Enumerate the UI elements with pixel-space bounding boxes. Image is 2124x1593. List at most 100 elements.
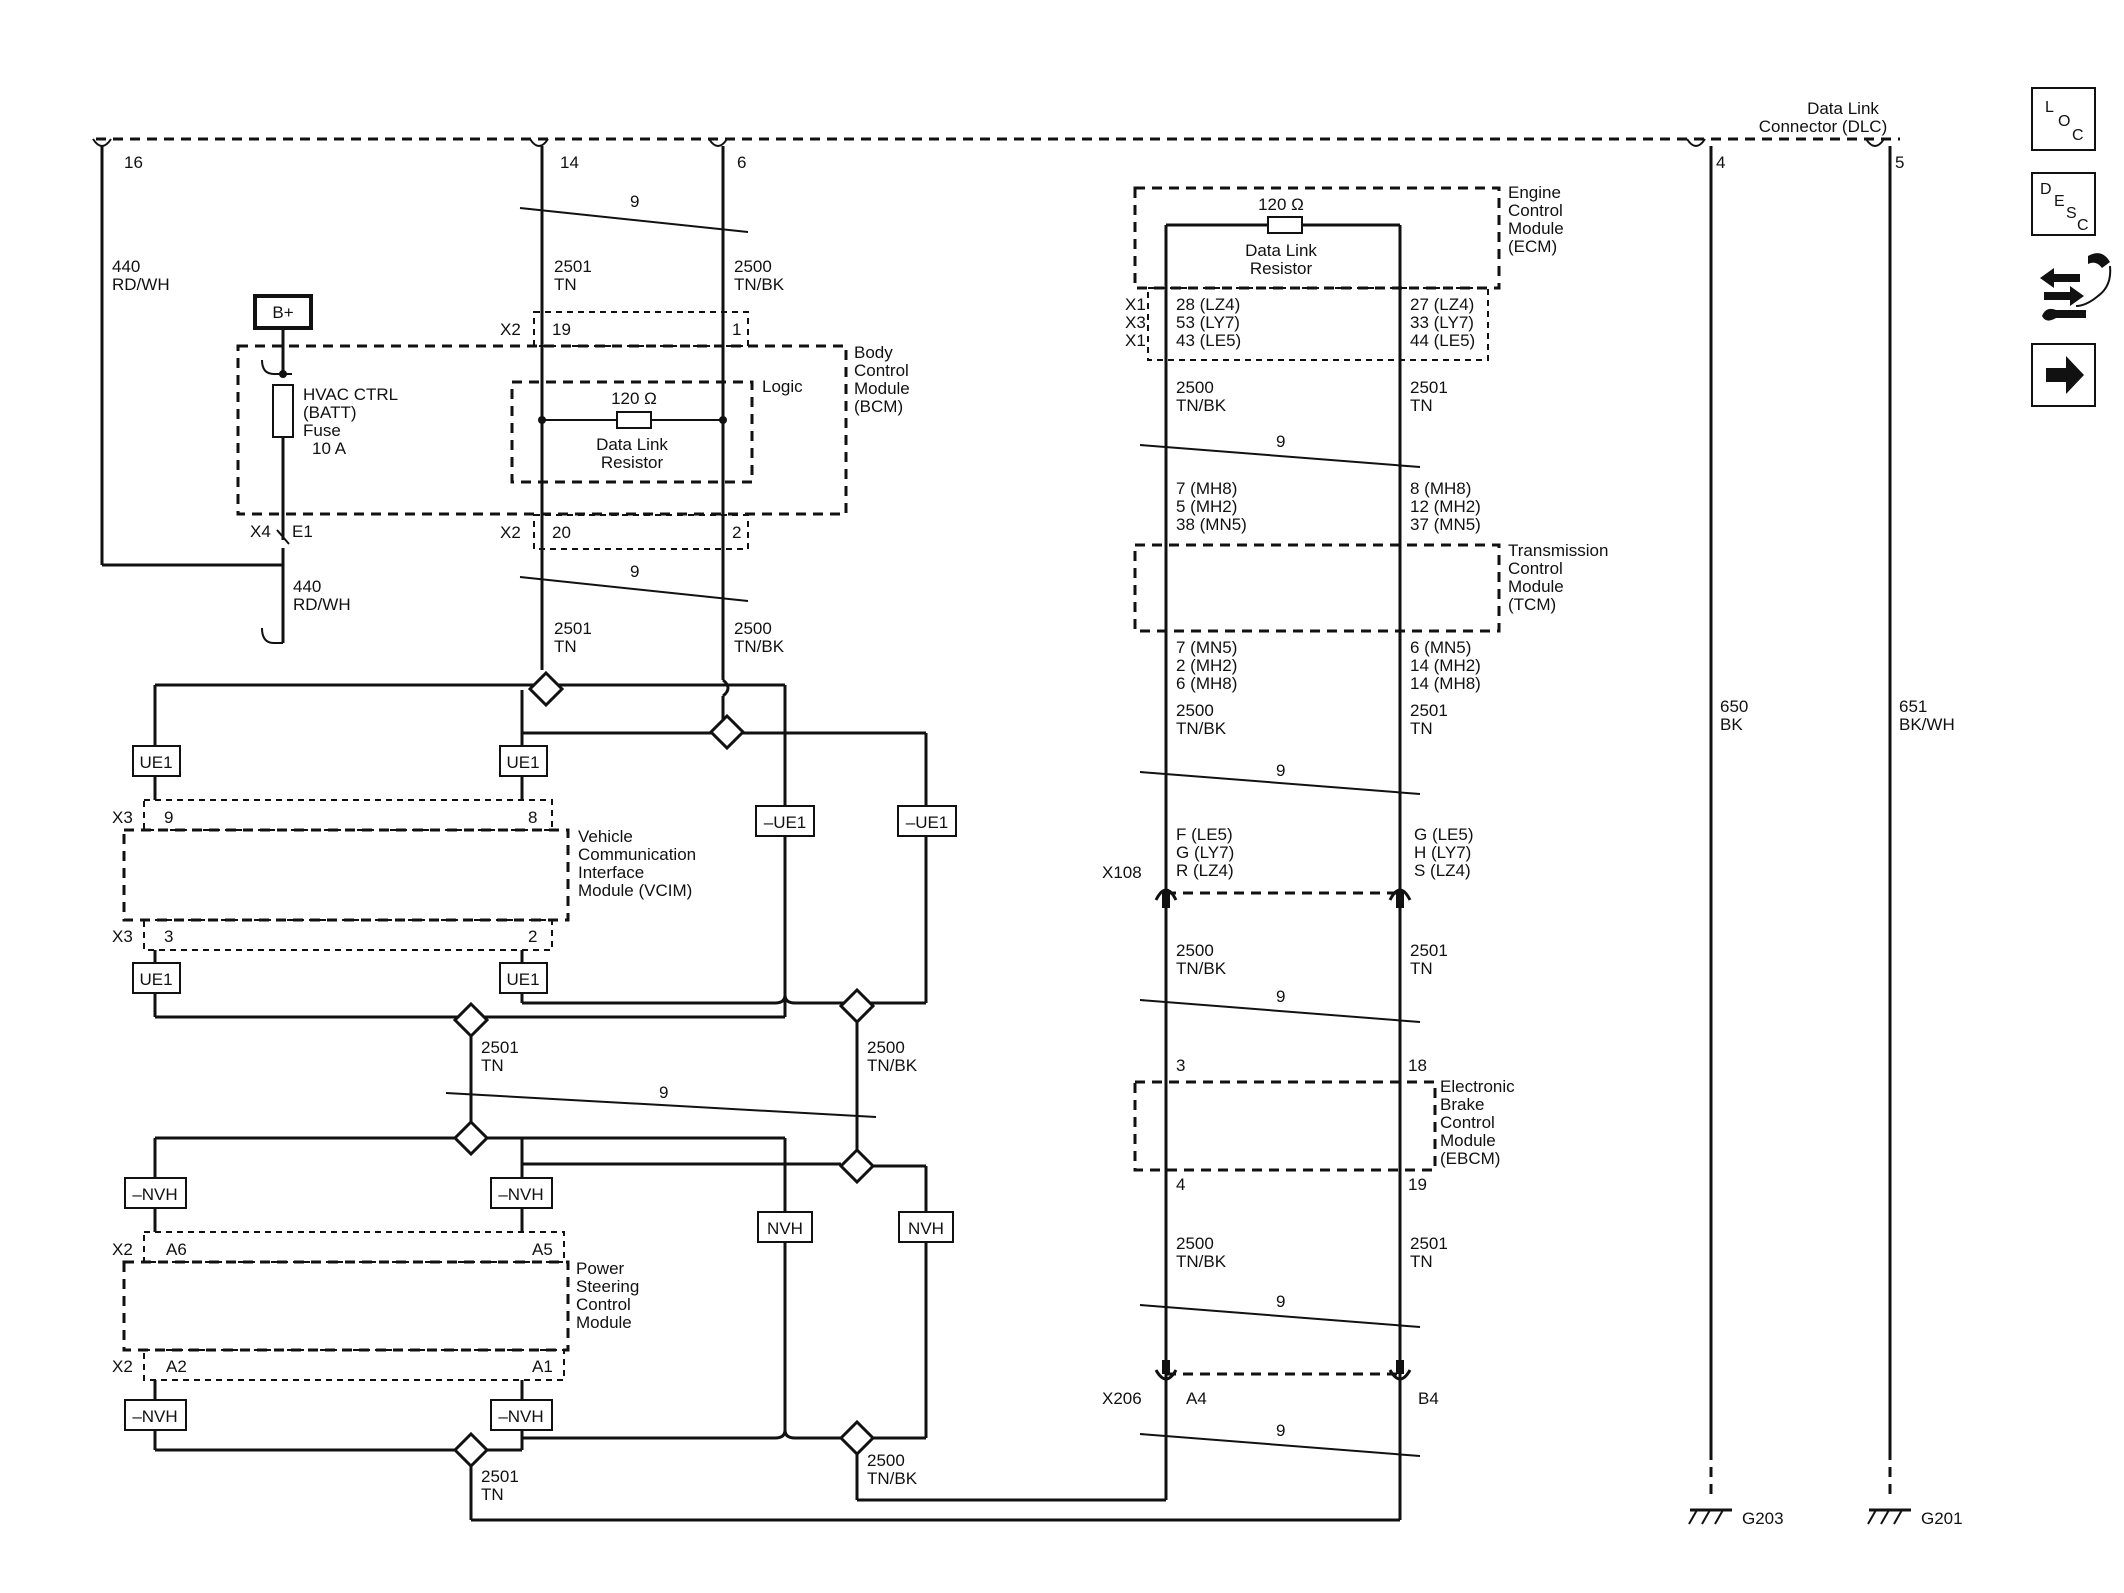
svg-text:–NVH: –NVH xyxy=(132,1185,177,1204)
fuse-label: (BATT) xyxy=(303,403,357,422)
svg-text:S: S xyxy=(2066,205,2077,222)
wire-2500-label: 2500 xyxy=(1176,1234,1214,1253)
x108-pin: G (LY7) xyxy=(1176,843,1234,862)
pscm-name: Module xyxy=(576,1313,632,1332)
bcm-pin: 1 xyxy=(732,320,741,339)
x108-pin: G (LE5) xyxy=(1414,825,1474,844)
vcim-pin: 9 xyxy=(164,808,173,827)
tcm-pin: 8 (MH8) xyxy=(1410,479,1471,498)
tcm-x108-wires: 2500 TN/BK 2501 TN 9 xyxy=(1139,701,1448,795)
svg-text:O: O xyxy=(2058,113,2070,130)
wire-651-label: 651 xyxy=(1899,697,1927,716)
ecm-pin: 43 (LE5) xyxy=(1176,331,1241,350)
ground-label: G201 xyxy=(1921,1509,1963,1528)
next-arrow-icon[interactable] xyxy=(2031,343,2096,407)
svg-text:UE1: UE1 xyxy=(139,753,172,772)
tcm-pin: 38 (MN5) xyxy=(1176,515,1247,534)
connector-x108: F (LE5) G (LY7) R (LZ4) G (LE5) H (LY7) … xyxy=(1102,825,1474,908)
splice-diamond xyxy=(838,1147,876,1185)
wire-2500-label: 2500 xyxy=(1176,941,1214,960)
bcm-name: Body xyxy=(854,343,893,362)
wire-2501-color: TN xyxy=(1410,396,1433,415)
ebcm-pin: 18 xyxy=(1408,1056,1427,1075)
ecm-resistor-label: Resistor xyxy=(1250,259,1313,278)
wire-650-color: BK xyxy=(1720,715,1743,734)
wire-2500-color: TN/BK xyxy=(1176,959,1227,978)
bcm-resistor-label: Data Link xyxy=(596,435,668,454)
option-neg-nvh xyxy=(124,1399,187,1431)
wire-2501-label: 2501 xyxy=(481,1038,519,1057)
repair-icon[interactable] xyxy=(2040,253,2112,321)
fuse-label: 10 A xyxy=(312,439,347,458)
description-icon[interactable]: D E S C xyxy=(2031,172,2096,236)
wire-440-label: 440 xyxy=(293,577,321,596)
wire-2500-label: 2500 xyxy=(1176,378,1214,397)
wire-2501-label: 2501 xyxy=(1410,378,1448,397)
wire-2501-color: TN xyxy=(554,637,577,656)
x108-pin: F (LE5) xyxy=(1176,825,1233,844)
bcm-resistor-label: Resistor xyxy=(601,453,664,472)
wire-2500-color: TN/BK xyxy=(734,275,785,294)
nav-icons[interactable]: L O C D E S C xyxy=(2031,87,2112,407)
wire-2500-color: TN/BK xyxy=(1176,396,1227,415)
dlc-connector: Data Link Connector (DLC) 16 14 6 4 5 xyxy=(92,99,1904,172)
option-neg-ue1 xyxy=(755,805,815,837)
tcm-name: Control xyxy=(1508,559,1563,578)
bcm-wires: 9 9 2501 TN 2500 TN/BK 2501 TN 2500 TN/B… xyxy=(519,146,785,680)
ecm-name: (ECM) xyxy=(1508,237,1557,256)
bcm-pin: 2 xyxy=(732,523,741,542)
tcm-pin: 12 (MH2) xyxy=(1410,497,1481,516)
pscm-network: –NVH –NVH NVH NVH –NVH –NVH X2 A6 A5 X2 … xyxy=(112,1119,1400,1522)
x108-pin: R (LZ4) xyxy=(1176,861,1234,880)
ebcm-name: Module xyxy=(1440,1131,1496,1150)
bcm-logic-label: Logic xyxy=(762,377,803,396)
option-neg-nvh xyxy=(490,1177,553,1209)
x108-pin: S (LZ4) xyxy=(1414,861,1471,880)
ecm-connector: X1 xyxy=(1125,331,1146,350)
tcm-pin: 14 (MH2) xyxy=(1410,656,1481,675)
pscm-pin: A5 xyxy=(532,1240,553,1259)
svg-text:D: D xyxy=(2040,181,2052,198)
wire-2501-color: TN xyxy=(481,1056,504,1075)
twist-label: 9 xyxy=(630,192,639,211)
ecm-connector: X3 xyxy=(1125,313,1146,332)
wire-651-color: BK/WH xyxy=(1899,715,1955,734)
fuse-symbol xyxy=(272,384,294,438)
ebcm-pin: 3 xyxy=(1176,1056,1185,1075)
x206-label: X206 xyxy=(1102,1389,1142,1408)
tcm-pin: 37 (MN5) xyxy=(1410,515,1481,534)
svg-text:–NVH: –NVH xyxy=(498,1407,543,1426)
wire-2500-color: TN/BK xyxy=(867,1056,918,1075)
ebcm-name: (EBCM) xyxy=(1440,1149,1500,1168)
ebcm-pin: 4 xyxy=(1176,1175,1185,1194)
option-ue1 xyxy=(499,745,548,777)
svg-text:–UE1: –UE1 xyxy=(764,813,807,832)
ecm-pin: 44 (LE5) xyxy=(1410,331,1475,350)
connector-x4: X4 xyxy=(250,522,271,541)
wire-2501-label: 2501 xyxy=(554,619,592,638)
ebcm-name: Control xyxy=(1440,1113,1495,1132)
wire-2501-color: TN xyxy=(1410,719,1433,738)
splice-diamond xyxy=(452,1431,490,1469)
wire-2501-color: TN xyxy=(1410,959,1433,978)
ebcm-x206-wires: 2500 TN/BK 2501 TN 9 xyxy=(1139,1234,1448,1328)
wire-2500-label: 2500 xyxy=(867,1038,905,1057)
wire-2500-label: 2500 xyxy=(1176,701,1214,720)
ground-icon xyxy=(1688,1508,1732,1525)
ecm-name: Module xyxy=(1508,219,1564,238)
ecm-pin: 33 (LY7) xyxy=(1410,313,1474,332)
wire-2501-color: TN xyxy=(481,1485,504,1504)
dlc-pin: 14 xyxy=(560,153,579,172)
wire-2500-color: TN/BK xyxy=(734,637,785,656)
wire-2501-label: 2501 xyxy=(1410,701,1448,720)
connector-x2: X2 xyxy=(500,523,521,542)
ebcm-name: Brake xyxy=(1440,1095,1484,1114)
option-nvh xyxy=(757,1211,813,1243)
fuse-label: HVAC CTRL xyxy=(303,385,398,404)
x108-ebcm-wires: 2500 TN/BK 2501 TN 9 xyxy=(1139,941,1448,1023)
svg-text:–NVH: –NVH xyxy=(498,1185,543,1204)
power-feed: B+ HVAC CTRL (BATT) Fuse 10 A 440 RD/WH … xyxy=(100,146,398,644)
location-icon[interactable]: L O C xyxy=(2031,87,2096,151)
pscm-connector: X2 xyxy=(112,1357,133,1376)
tcm-pin: 2 (MH2) xyxy=(1176,656,1237,675)
